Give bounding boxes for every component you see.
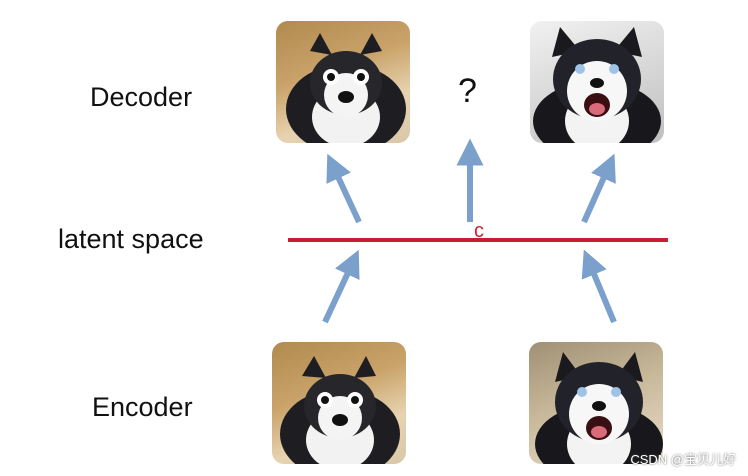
husky-howling-icon (533, 27, 661, 143)
unknown-output-question-mark: ? (458, 72, 477, 110)
encoder-arrow-right (581, 249, 617, 324)
encoder-arrow-left (322, 249, 360, 324)
husky-howling-icon (535, 352, 663, 464)
decoder-arrow-left (326, 153, 362, 224)
latent-space-label: latent space (58, 224, 204, 254)
input-husky-howling-photo (529, 342, 663, 464)
latent-point-c-label: c (474, 220, 484, 242)
husky-calm-icon (280, 356, 400, 464)
decoder-label: Decoder (90, 82, 193, 112)
decoded-husky-calm-photo (276, 21, 410, 143)
decoded-husky-howling-photo (530, 21, 664, 143)
husky-calm-icon (286, 33, 406, 143)
decoder-arrow-right (581, 153, 616, 224)
csdn-watermark: CSDN @宝贝儿好 (630, 452, 736, 467)
input-husky-calm-photo (272, 342, 406, 464)
encoder-label: Encoder (92, 392, 193, 422)
